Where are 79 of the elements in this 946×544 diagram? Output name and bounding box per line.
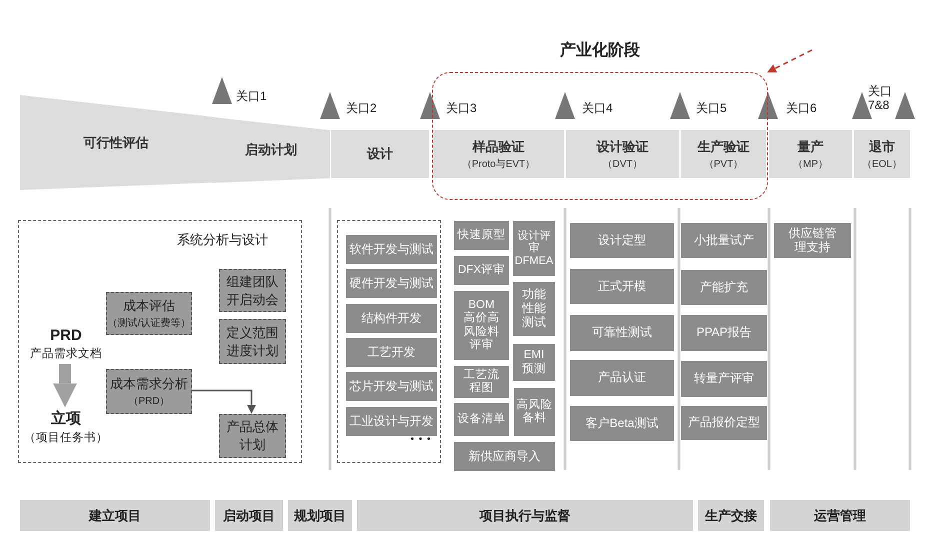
gate-label: 关口2: [346, 101, 378, 116]
phase-segment: 设计: [331, 130, 429, 178]
phase-bar: 项目执行与监督: [357, 500, 693, 531]
phase-label: 启动计划: [245, 140, 297, 159]
box-subtitle: （EOL）: [862, 158, 902, 170]
phase-bar: 规划项目: [288, 500, 352, 531]
ellipsis-mark: • • •: [409, 434, 433, 446]
task-box: 转量产评审: [681, 361, 767, 397]
document-subtitle: 产品需求文档: [30, 346, 102, 361]
task-box: 工业设计与开发: [346, 407, 437, 436]
task-box: 高风险备料: [514, 388, 555, 436]
gate-label: 关口5: [696, 101, 728, 116]
arrow: [767, 49, 812, 72]
arrow: [53, 364, 77, 408]
task-box: BOM高价高风险料评审: [454, 291, 509, 360]
gate-label: 关口4: [582, 101, 614, 116]
box-title: 生产验证: [698, 138, 750, 156]
document-subtitle: （项目任务书）: [24, 430, 108, 445]
task-box: 产品认证: [570, 360, 674, 396]
task-box: 硬件开发与测试: [346, 269, 437, 298]
task-box: 产品总体计划: [219, 414, 286, 458]
task-box: 工艺开发: [346, 338, 437, 367]
document-title: PRD: [50, 327, 82, 344]
box-subtitle: （MP）: [793, 158, 828, 170]
task-box: 设备清单: [454, 403, 509, 436]
box-title: 成本需求分析: [110, 375, 188, 393]
task-box: DFX评审: [454, 256, 509, 285]
box-subtitle: （PRD）: [128, 395, 170, 408]
task-box: 定义范围进度计划: [219, 319, 286, 364]
box-title: 样品验证: [472, 138, 524, 156]
task-box: [106, 369, 192, 414]
box-title: 成本评估: [123, 297, 175, 315]
task-box: 客户Beta测试: [570, 406, 674, 441]
task-box: 小批量试产: [681, 223, 767, 258]
task-box: 产能扩充: [681, 270, 767, 305]
box-title: 设计验证: [596, 138, 648, 156]
box-title: 退市: [869, 138, 895, 156]
box-subtitle: （PVT）: [704, 158, 744, 170]
task-box: 芯片开发与测试: [346, 372, 437, 401]
gate-label: 关口7&8: [868, 84, 893, 113]
phase-segment: [433, 130, 564, 178]
phase-segment: [854, 130, 910, 178]
task-box: 可靠性测试: [570, 315, 674, 351]
phase-label: 可行性评估: [84, 134, 148, 152]
task-box: 设计评审DFMEA: [513, 221, 555, 276]
phase-bar: 启动项目: [215, 500, 283, 531]
box-title: 量产: [798, 138, 824, 156]
task-box: PPAP报告: [681, 315, 767, 351]
group-title: 系统分析与设计: [177, 231, 268, 249]
box-subtitle: （测试/认证费等）: [108, 316, 190, 330]
task-box: 结构件开发: [346, 304, 437, 333]
task-box: 工艺流程图: [454, 366, 509, 398]
task-box: 软件开发与测试: [346, 235, 437, 264]
task-box: 供应链管理支持: [774, 223, 851, 258]
phase-bar: 运营管理: [770, 500, 910, 531]
gate-label: 关口1: [236, 89, 268, 104]
dashed-group-box: [337, 220, 441, 463]
stage-title: 产业化阶段: [559, 40, 641, 61]
dashed-group-box: [18, 220, 302, 463]
task-box: 快速原型: [454, 221, 509, 250]
phase-segment: [769, 130, 852, 178]
phase-segment: [566, 130, 679, 178]
task-box: [106, 292, 192, 335]
phase-bar: 生产交接: [698, 500, 764, 531]
task-box: 功能性能测试: [513, 282, 555, 336]
task-box: 新供应商导入: [454, 442, 555, 471]
arrow: [191, 390, 256, 414]
task-box: 正式开模: [570, 269, 674, 304]
box-subtitle: （Proto与EVT）: [462, 158, 536, 170]
gate-label: 关口3: [446, 101, 478, 116]
task-box: 设计定型: [570, 223, 674, 258]
phase-bar: 建立项目: [20, 500, 210, 531]
task-box: 组建团队开启动会: [219, 269, 286, 312]
task-box: 产品报价定型: [681, 406, 767, 440]
document-title: 立项: [51, 409, 81, 428]
box-subtitle: （DVT）: [602, 158, 642, 170]
phase-segment: [681, 130, 766, 178]
task-box: EMI预测: [513, 344, 555, 381]
gate-label: 关口6: [786, 101, 818, 116]
